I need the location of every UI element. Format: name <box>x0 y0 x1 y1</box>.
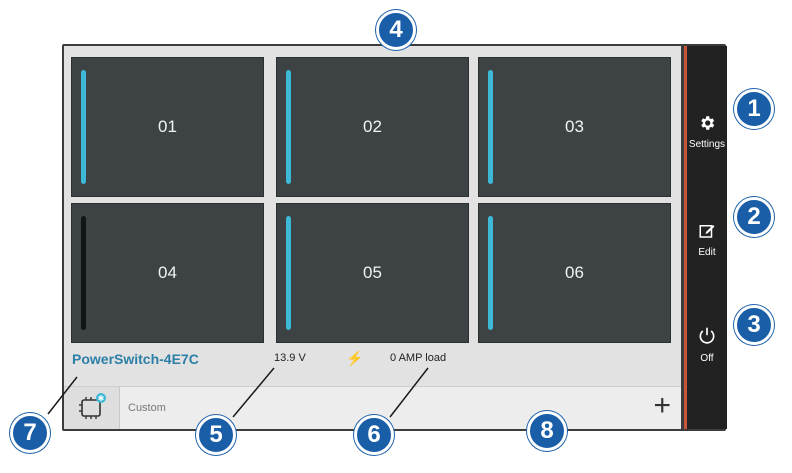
switch-status-bar <box>81 70 86 184</box>
side-panel: Settings Edit Off <box>684 46 727 429</box>
device-name[interactable]: PowerSwitch-4E7C <box>72 351 199 367</box>
callout-7: 7 <box>10 413 50 453</box>
callout-8: 8 <box>527 411 567 451</box>
switch-label: 05 <box>363 263 382 282</box>
switch-status-bar <box>81 216 86 330</box>
switch-tile-04[interactable]: 04 <box>71 203 264 343</box>
switch-tile-05[interactable]: 05 <box>276 203 469 343</box>
power-icon <box>699 327 715 344</box>
switch-tile-02[interactable]: 02 <box>276 57 469 197</box>
load-readout: 0 AMP load <box>390 352 447 364</box>
gear-icon <box>701 116 715 130</box>
callout-1: 1 <box>734 89 774 129</box>
tab-device[interactable]: ✱ <box>64 387 120 429</box>
switch-tile-06[interactable]: 06 <box>478 203 671 343</box>
settings-label: Settings <box>688 139 726 150</box>
edit-label: Edit <box>698 247 716 258</box>
status-bar: PowerSwitch-4E7C 13.9 V ⚡ 0 AMP load <box>64 344 681 376</box>
plus-icon[interactable]: + <box>653 389 671 422</box>
switch-status-bar <box>488 70 493 184</box>
switch-label: 01 <box>158 117 177 136</box>
svg-text:✱: ✱ <box>98 394 105 403</box>
tab-custom[interactable]: Custom <box>128 402 166 414</box>
edit-button[interactable]: Edit <box>687 222 727 258</box>
switch-label: 03 <box>565 117 584 136</box>
switch-label: 02 <box>363 117 382 136</box>
switch-label: 06 <box>565 263 584 282</box>
switch-tile-03[interactable]: 03 <box>478 57 671 197</box>
off-button[interactable]: Off <box>687 326 727 364</box>
callout-5: 5 <box>196 415 236 455</box>
switch-status-bar <box>488 216 493 330</box>
switch-status-bar <box>286 216 291 330</box>
switch-tile-01[interactable]: 01 <box>71 57 264 197</box>
callout-6: 6 <box>354 415 394 455</box>
settings-button[interactable]: Settings <box>687 114 727 150</box>
callout-3: 3 <box>734 305 774 345</box>
voltage-readout: 13.9 V <box>274 352 306 364</box>
switch-status-bar <box>286 70 291 184</box>
switch-label: 04 <box>158 263 177 282</box>
callout-4: 4 <box>376 10 416 50</box>
lightning-icon: ⚡ <box>346 350 364 366</box>
edit-icon <box>699 225 715 238</box>
off-label: Off <box>700 353 714 364</box>
device-chip-icon: ✱ <box>79 393 106 419</box>
callout-2: 2 <box>734 197 774 237</box>
